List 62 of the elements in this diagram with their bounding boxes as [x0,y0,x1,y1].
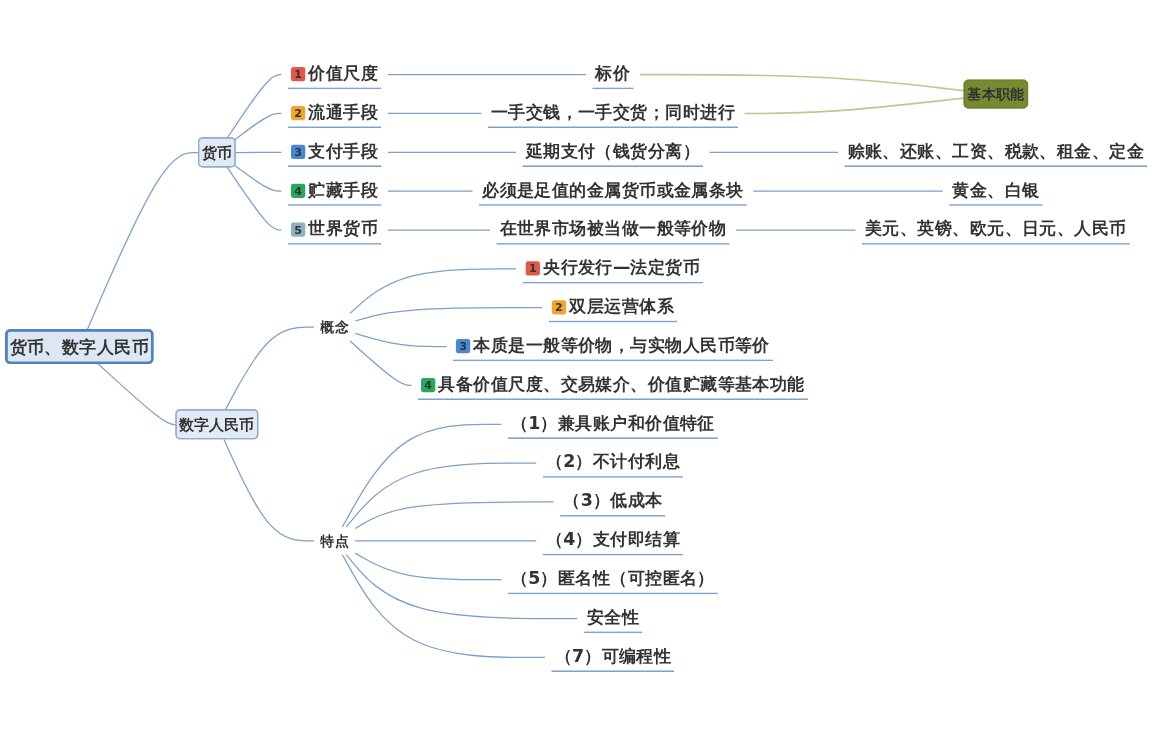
node-text: （7）可编程性 [554,645,672,666]
priority-marker: 2 [551,300,567,315]
connector [226,166,283,231]
priority-marker: 4 [421,377,436,393]
node-text: 赊账、还账、工资、税款、租金、定金 [847,140,1145,161]
connector [349,340,413,387]
node-text: 延期支付（钱货分离） [525,140,701,161]
connector [226,73,283,139]
connector [709,151,839,153]
connector [387,112,482,115]
connector [349,268,517,314]
connector [387,73,587,76]
priority-marker: 1 [525,261,540,276]
node-label: 贮藏手段 [308,179,379,200]
node-text: 美元、英镑、欧元、日元、人民币 [865,218,1127,239]
node-label: 世界货币 [308,218,379,239]
node-text: 黄金、白银 [952,179,1040,200]
connector [345,554,578,620]
node-label: 具备价值尺度、交易媒介、价值贮藏等基本功能 [438,373,805,394]
connector [354,552,502,581]
node-text: （4）支付即结算 [545,529,681,550]
connector [223,438,315,542]
connector [341,423,502,528]
connector [752,190,944,192]
node-label: 本质是一般等价物，与实物人民币等价 [473,335,770,355]
priority-marker: 3 [291,144,306,160]
priority-marker: 5 [291,222,306,237]
node-text: 特点 [320,532,349,550]
node-text: 必须是足值的金属货币或金属条块 [482,179,744,200]
node-label: 支付手段 [308,140,379,161]
node-label: 央行发行—法定货币 [543,257,701,278]
node-text: （2）不计付利息 [545,451,681,472]
connector [387,151,517,153]
connector [234,112,283,141]
connector [354,501,555,530]
connector [387,190,474,192]
connector [354,540,537,542]
node-text: 在世界市场被当做一般等价物 [499,218,727,239]
node-label: 流通手段 [308,101,379,122]
connector [345,462,537,528]
connector [354,307,543,322]
priority-marker: 3 [455,339,471,354]
priority-marker: 4 [291,183,306,198]
node-text: 概念 [320,318,349,336]
connector [224,326,315,411]
connector [735,229,857,231]
node-text: （3）低成本 [563,490,663,511]
node-text: 标价 [595,63,631,83]
priority-marker: 2 [291,105,306,121]
connector [743,97,966,115]
connector [387,229,491,231]
node-text: （1）兼具账户和价值特征 [510,412,715,433]
node-label: 双层运营体系 [569,296,674,317]
node-text: （5）匿名性（可控匿名） [510,568,715,589]
node-label: 价值尺度 [308,63,379,83]
node-text: 安全性 [586,607,640,627]
connector [354,332,448,348]
priority-marker: 1 [291,67,306,82]
connector [639,73,966,92]
connector [341,554,546,659]
connector [234,164,283,192]
node-text: 一手交钱，一手交货；同时进行 [490,101,736,122]
